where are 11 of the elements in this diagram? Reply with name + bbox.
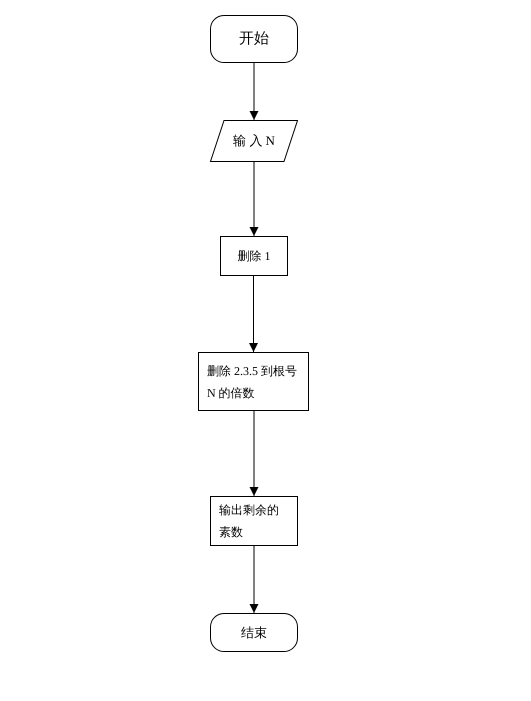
- arrow: [249, 276, 258, 352]
- arrow: [250, 62, 258, 120]
- end-terminal: 结束: [210, 613, 298, 652]
- input-parallelogram: 输 入 N: [210, 120, 298, 162]
- arrow: [250, 410, 258, 496]
- process-box: 删除 2.3.5 到根号 N 的倍数: [198, 352, 309, 411]
- process-box: 输出剩余的素数: [210, 496, 298, 546]
- arrow: [250, 162, 258, 236]
- start-terminal: 开始: [210, 15, 298, 63]
- process-box: 删除 1: [220, 236, 288, 276]
- arrow: [250, 546, 258, 614]
